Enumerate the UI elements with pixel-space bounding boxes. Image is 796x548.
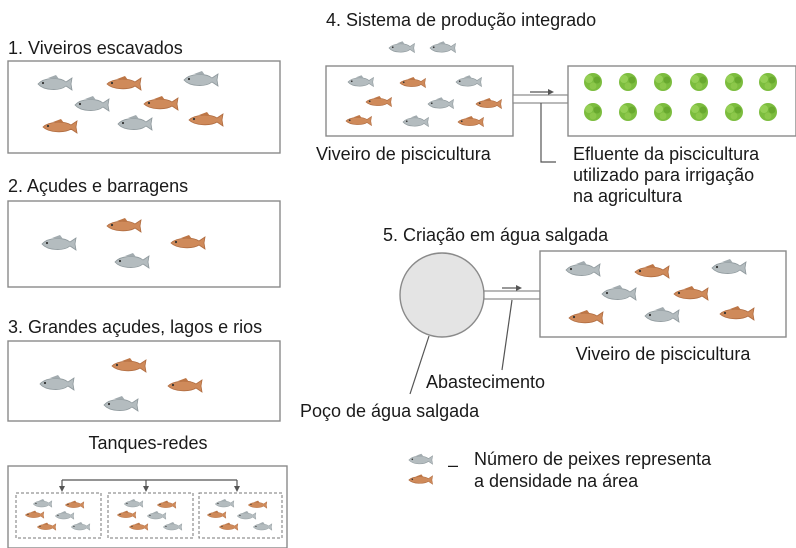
crop-field bbox=[567, 65, 796, 137]
plant-icon bbox=[725, 73, 743, 91]
well-leader-line bbox=[409, 335, 430, 395]
well-label: Poço de água salgada bbox=[300, 401, 480, 421]
plant-icon bbox=[584, 103, 602, 121]
supply-pipe bbox=[483, 290, 541, 300]
plant-icon bbox=[690, 73, 708, 91]
legend-orange-fish-icon bbox=[408, 474, 433, 485]
net-tank-2 bbox=[107, 492, 194, 539]
legend-gray-fish-icon bbox=[408, 453, 433, 465]
section-3-title: 3. Grandes açudes, lagos e rios bbox=[8, 317, 262, 337]
net-tank-3 bbox=[198, 492, 283, 539]
net-tank-connectors bbox=[59, 479, 240, 492]
plant-icon bbox=[654, 103, 672, 121]
plant-icon bbox=[619, 73, 637, 91]
pond-excavated bbox=[7, 60, 281, 154]
legend-dash: – bbox=[448, 455, 458, 475]
saltwater-well bbox=[399, 252, 485, 338]
plant-icon bbox=[619, 103, 637, 121]
supply-leader-line bbox=[501, 299, 513, 371]
supply-label: Abastecimento bbox=[426, 372, 545, 392]
legend-text-line-2: a densidade na área bbox=[474, 471, 639, 491]
effluent-label-line-2: utilizado para irrigação bbox=[573, 165, 754, 185]
plant-icon bbox=[654, 73, 672, 91]
legend: – Número de peixes representa a densidad… bbox=[408, 449, 712, 491]
net-tanks-label: Tanques-redes bbox=[88, 433, 207, 453]
plant-icon bbox=[759, 73, 777, 91]
plant-icon bbox=[725, 103, 743, 121]
effluent-label-line-3: na agricultura bbox=[573, 186, 683, 206]
net-tank-1 bbox=[15, 492, 102, 539]
section-1-title: 1. Viveiros escavados bbox=[8, 38, 183, 58]
effluent-pipe bbox=[512, 94, 569, 104]
effluent-label-line-1: Efluente da piscicultura bbox=[573, 144, 760, 164]
effluent-leader-line bbox=[540, 103, 556, 163]
section-4-title: 4. Sistema de produção integrado bbox=[326, 10, 596, 30]
section-5-title: 5. Criação em água salgada bbox=[383, 225, 609, 245]
plant-icon bbox=[759, 103, 777, 121]
section-2-title: 2. Açudes e barragens bbox=[8, 176, 188, 196]
net-tanks-area bbox=[7, 465, 288, 548]
fish-outside-pond bbox=[388, 40, 456, 53]
integrated-pond-label: Viveiro de piscicultura bbox=[316, 144, 492, 164]
plant-icon bbox=[690, 103, 708, 121]
legend-text-line-1: Número de peixes representa bbox=[474, 449, 712, 469]
saltwater-pond-label: Viveiro de piscicultura bbox=[576, 344, 752, 364]
plant-icon bbox=[584, 73, 602, 91]
